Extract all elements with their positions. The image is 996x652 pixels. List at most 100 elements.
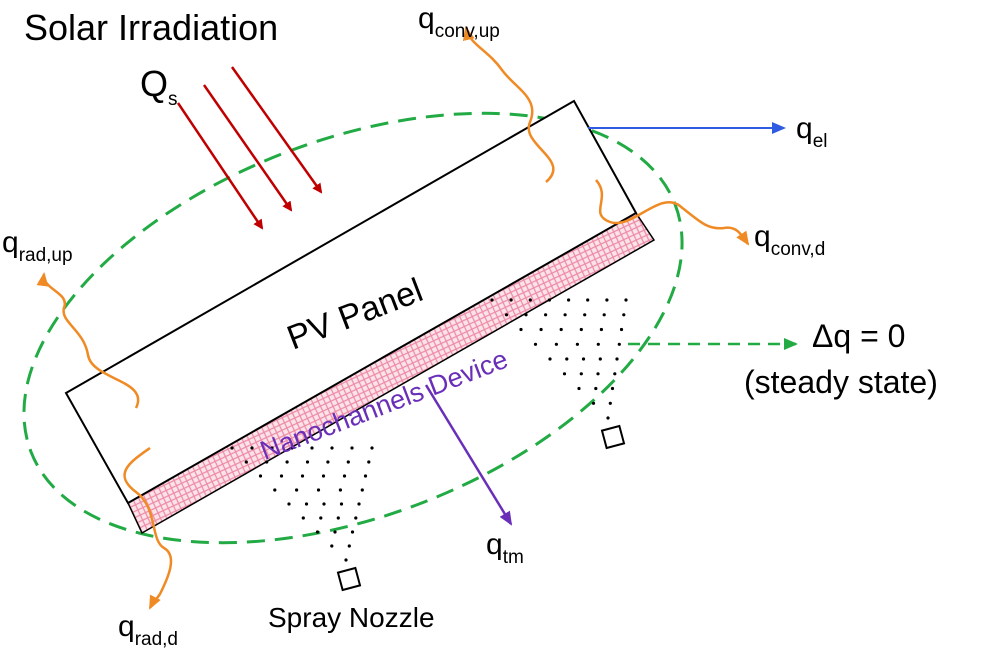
spray-droplet: [596, 342, 600, 346]
spray-droplet: [360, 488, 364, 492]
spray-droplet: [310, 446, 314, 450]
spray-droplet: [300, 474, 305, 478]
spray-cone-right: [490, 298, 628, 420]
q-tm-label: qtm: [486, 528, 524, 568]
q-rad-up-label: qrad,up: [2, 226, 73, 266]
spray-droplet: [336, 516, 340, 520]
spray-droplet: [579, 372, 583, 376]
spray-cone-left: [230, 446, 374, 562]
spray-droplet: [322, 502, 326, 506]
spray-droplet: [594, 386, 598, 391]
spray-nozzle-left: [336, 566, 362, 592]
spray-droplet: [330, 544, 334, 548]
spray-droplet: [613, 372, 617, 376]
qs-label: Qs: [140, 63, 178, 110]
solar-ray-2: [202, 84, 293, 212]
spray-droplet: [265, 460, 269, 464]
spray-droplet: [575, 342, 580, 346]
spray-droplet: [617, 342, 621, 346]
spray-droplet: [367, 460, 371, 464]
spray-droplet: [319, 516, 323, 520]
spray-droplet: [270, 446, 274, 450]
spray-droplet: [290, 446, 294, 450]
spray-droplet: [599, 327, 604, 332]
spray-droplet: [244, 460, 248, 464]
thermal-management-arrow: [424, 384, 513, 526]
spray-droplet: [519, 327, 523, 332]
solar-ray-1: [176, 102, 264, 230]
spray-droplet: [586, 298, 590, 302]
q-rad-d-label: qrad,d: [118, 610, 178, 650]
spray-droplet: [339, 502, 344, 506]
spray-droplet: [624, 298, 628, 302]
spray-droplet: [547, 298, 552, 302]
conv-up-wave: [462, 26, 555, 183]
spray-droplet: [533, 342, 538, 346]
spray-droplet: [357, 502, 361, 506]
spray-droplet: [579, 327, 583, 332]
spray-droplet: [565, 357, 569, 361]
balance-equation: Δq = 0: [812, 318, 906, 354]
spray-droplet: [524, 313, 528, 317]
spray-droplet: [330, 446, 334, 450]
spray-droplet: [347, 544, 351, 548]
spray-droplet: [344, 558, 348, 562]
spray-droplet: [326, 460, 330, 464]
spray-droplet: [619, 327, 624, 332]
spray-droplet: [258, 474, 263, 478]
spray-droplet: [315, 530, 320, 534]
spray-droplet: [596, 372, 600, 376]
spray-droplet: [230, 446, 234, 450]
spray-droplet: [363, 474, 368, 478]
spray-droplet: [273, 488, 277, 492]
solar-ray-3: [230, 66, 323, 194]
spray-droplet: [591, 401, 596, 405]
spray-droplet: [346, 460, 350, 464]
spray-droplet: [602, 313, 606, 317]
spray-droplet: [279, 474, 284, 478]
spray-droplet: [333, 530, 337, 534]
spray-nozzle-label: Spray Nozzle: [268, 602, 435, 633]
spray-droplet: [509, 298, 513, 302]
conv-down-wave: [595, 179, 750, 246]
steady-state-note: (steady state): [744, 364, 938, 400]
spray-droplet: [285, 460, 289, 464]
spray-droplet: [250, 446, 254, 450]
spray-droplet: [350, 446, 354, 450]
spray-droplet: [490, 298, 494, 302]
spray-droplet: [563, 313, 567, 317]
spray-nozzle-right: [600, 424, 626, 450]
spray-droplet: [610, 386, 615, 391]
spray-droplet: [608, 401, 612, 405]
spray-droplet: [321, 474, 326, 478]
spray-droplet: [548, 357, 552, 361]
spray-droplet: [544, 313, 548, 317]
spray-droplet: [338, 488, 342, 492]
q-el-label: qel: [796, 112, 828, 152]
spray-droplet: [598, 357, 602, 361]
pv-panel: [64, 99, 638, 505]
spray-droplet: [504, 313, 509, 317]
spray-droplet: [562, 372, 567, 376]
spray-droplet: [301, 516, 305, 520]
spray-droplet: [295, 488, 299, 492]
spray-droplet: [305, 460, 310, 464]
spray-droplet: [342, 474, 347, 478]
spray-droplet: [554, 342, 559, 346]
q-conv-d-label: qconv,d: [754, 220, 826, 260]
diagram-title: Solar Irradiation: [24, 7, 279, 48]
spray-droplet: [622, 313, 626, 317]
spray-droplet: [350, 530, 355, 534]
spray-droplet: [304, 502, 309, 506]
q-conv-up-label: qconv,up: [418, 2, 500, 42]
rad-down-wave: [123, 446, 173, 610]
spray-droplet: [287, 502, 291, 506]
spray-droplet: [559, 327, 563, 332]
spray-droplet: [567, 298, 571, 302]
spray-droplet: [354, 516, 358, 520]
spray-droplet: [539, 327, 543, 332]
spray-droplet: [316, 488, 321, 492]
spray-droplet: [581, 357, 586, 361]
